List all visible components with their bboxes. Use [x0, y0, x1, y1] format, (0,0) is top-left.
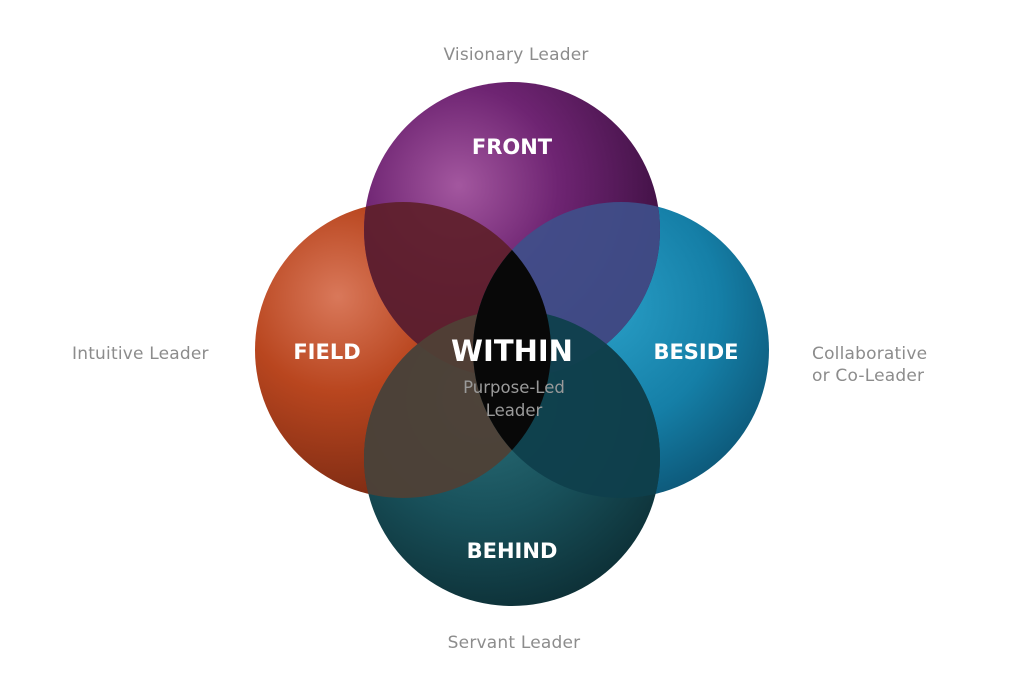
servant-leader-label: Servant Leader: [447, 633, 581, 653]
beside-label: BESIDE: [653, 340, 738, 364]
within-subtitle-line2: Leader: [486, 401, 543, 420]
collaborative-leader-label-line1: Collaborative: [812, 344, 928, 364]
behind-label: BEHIND: [467, 539, 558, 563]
front-label: FRONT: [472, 135, 553, 159]
within-title: WITHIN: [451, 334, 573, 368]
collaborative-leader-label-line2: or Co-Leader: [812, 366, 925, 386]
intuitive-leader-label: Intuitive Leader: [72, 344, 209, 364]
within-subtitle-line1: Purpose-Led: [463, 378, 565, 397]
visionary-leader-label: Visionary Leader: [443, 45, 589, 65]
collaborative-leader-label: Collaborative or Co-Leader: [812, 343, 952, 387]
field-label: FIELD: [293, 340, 360, 364]
